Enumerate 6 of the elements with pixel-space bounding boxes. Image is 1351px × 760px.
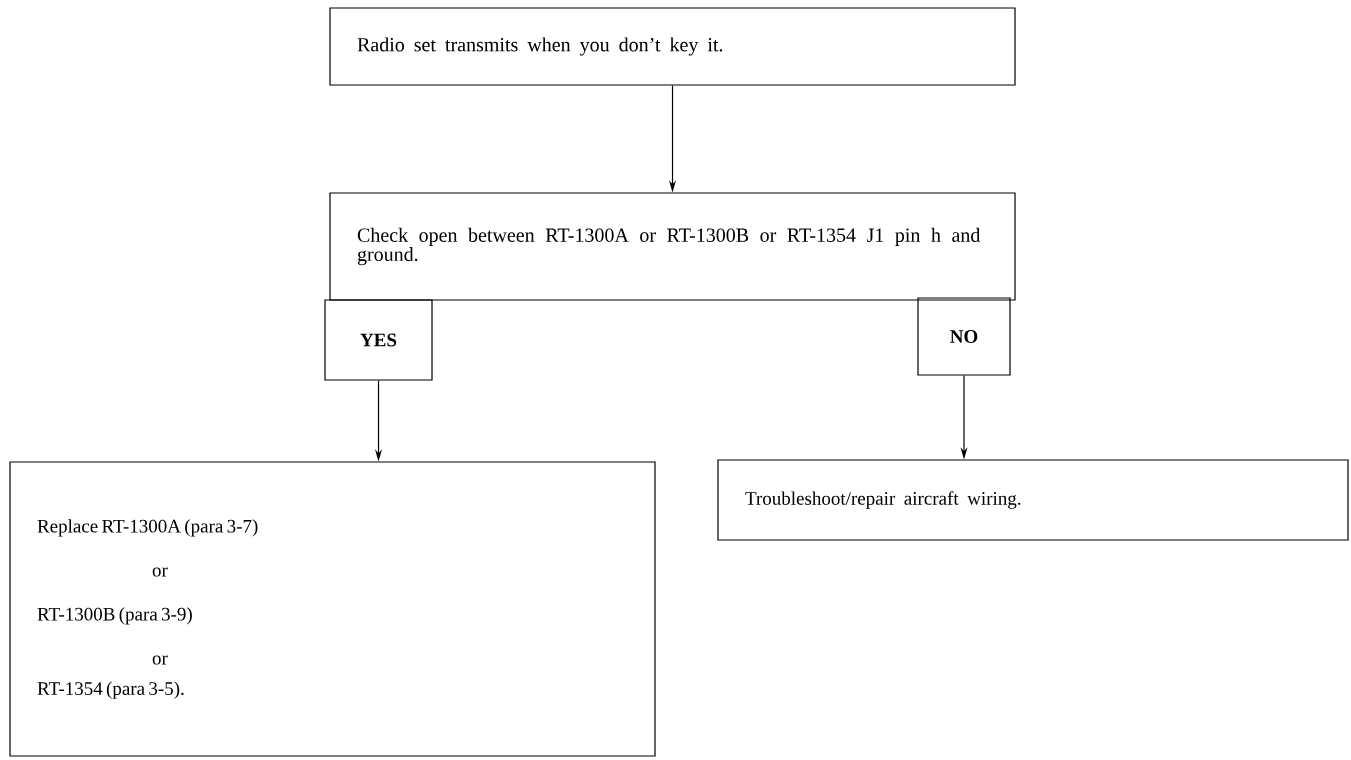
process-box: Radio set transmits when you don’t key it. (329, 7, 1016, 86)
process-box: Troubleshoot/repair aircraft wiring. (717, 459, 1349, 541)
process-box: Replace RT-1300A (para 3-7) or RT-1300B (para 3-9) or RT-1354 (para 3-5). (9, 461, 656, 757)
answer-box: YES (324, 299, 433, 381)
answer-box: NO (917, 297, 1011, 376)
process-box: Check open between RT-1300A or RT-1300B or RT-1354 J1 pin h and ground. (329, 192, 1016, 301)
